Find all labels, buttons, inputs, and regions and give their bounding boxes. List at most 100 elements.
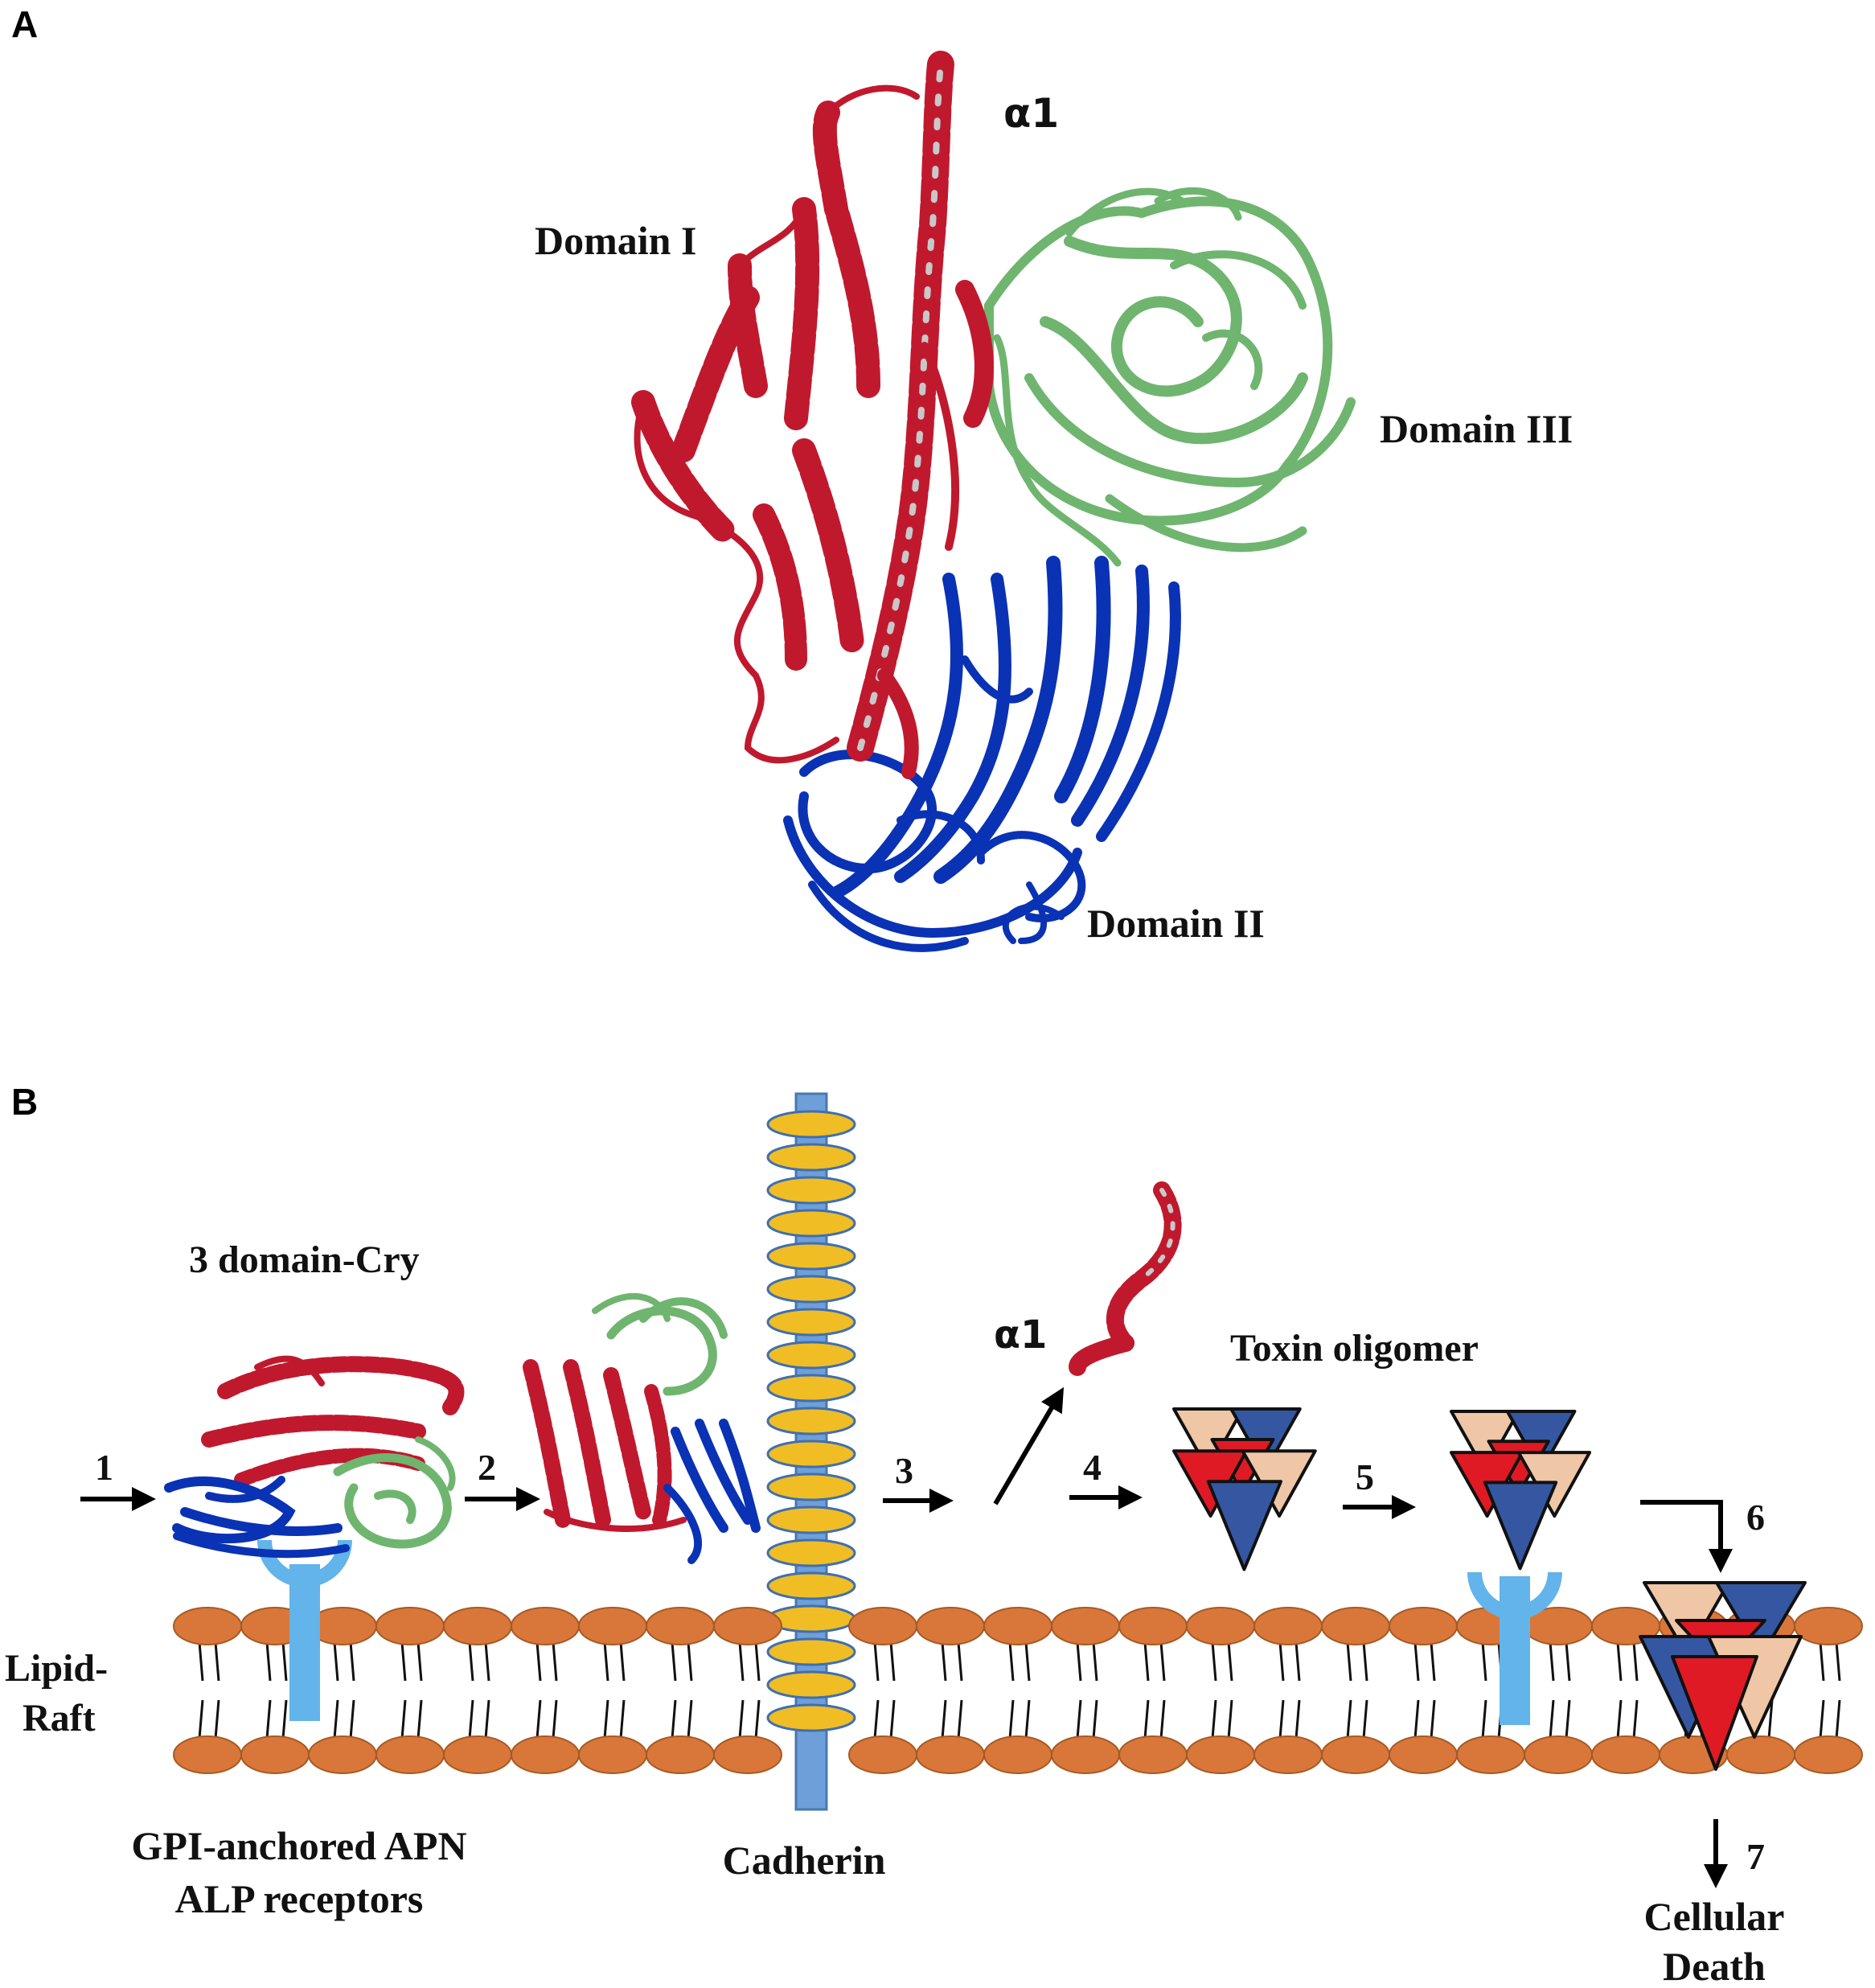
- lipid-tail: [941, 1641, 947, 1682]
- lipid-tail: [1549, 1699, 1555, 1740]
- lipid-head: [308, 1735, 377, 1774]
- lipid-tail: [468, 1641, 474, 1682]
- cadherin-repeat: [766, 1407, 856, 1436]
- cadherin-repeat: [766, 1571, 856, 1600]
- lipid-tail: [619, 1641, 626, 1682]
- lipid-head: [578, 1735, 647, 1774]
- cadherin-repeat: [766, 1637, 856, 1666]
- lipid-head: [983, 1607, 1052, 1645]
- lipid-tail: [1278, 1699, 1285, 1740]
- lipid-tail: [671, 1641, 677, 1682]
- lipid-tail: [214, 1699, 220, 1740]
- lipid-head: [1794, 1607, 1863, 1645]
- lipid-head: [173, 1607, 242, 1645]
- lipid-head: [443, 1735, 512, 1774]
- lipid-head: [1794, 1735, 1863, 1774]
- lipid-tail: [1143, 1699, 1150, 1740]
- lipid-head: [1253, 1735, 1323, 1774]
- lipid-tail: [400, 1699, 407, 1740]
- lipid-tail: [281, 1699, 288, 1740]
- lipid-head: [1253, 1607, 1323, 1645]
- lipid-tail: [1278, 1641, 1285, 1682]
- step-5-label: 5: [1356, 1456, 1374, 1497]
- cadherin-repeat: [766, 1275, 856, 1304]
- lipid-tail: [198, 1699, 204, 1740]
- lipid-tail: [687, 1699, 693, 1740]
- lipid-raft-label-1: Lipid-: [5, 1647, 108, 1690]
- lipid-tail: [1616, 1699, 1623, 1740]
- lipid-heads: [173, 1607, 1863, 1774]
- lipid-tail: [603, 1641, 609, 1682]
- lipid-head: [1051, 1607, 1120, 1645]
- cadherin-repeat: [766, 1505, 856, 1534]
- lipid-head: [646, 1735, 715, 1774]
- cadherin-repeat: [766, 1143, 856, 1172]
- lipid-head: [1118, 1607, 1188, 1645]
- lipid-tail: [281, 1641, 288, 1682]
- cadherin-receptor: [766, 1092, 856, 1811]
- lipid-head: [1524, 1735, 1593, 1774]
- lipid-raft-label-2: Raft: [23, 1697, 96, 1740]
- lipid-tail: [1008, 1641, 1015, 1682]
- lipid-head: [240, 1735, 310, 1774]
- lipid-tail: [349, 1699, 355, 1740]
- lipid-tail: [1024, 1641, 1031, 1682]
- lipid-head: [1186, 1607, 1255, 1645]
- lipid-head: [713, 1735, 782, 1774]
- lipid-tail: [1346, 1641, 1352, 1682]
- lipid-tail: [1767, 1699, 1774, 1740]
- cellular-death-label-1: Cellular: [1644, 1894, 1785, 1939]
- lipid-head: [1389, 1607, 1458, 1645]
- lipid-tail: [535, 1641, 542, 1682]
- cadherin-repeat: [766, 1110, 856, 1139]
- lipid-head: [1118, 1735, 1188, 1774]
- lipid-tail: [603, 1699, 609, 1740]
- lipid-tail: [333, 1641, 339, 1682]
- lipid-tail: [416, 1641, 423, 1682]
- lipid-tail: [738, 1699, 745, 1740]
- cry-structure-small-2: [523, 1292, 761, 1564]
- lipid-tail: [941, 1699, 947, 1740]
- toxin-oligomer-pore: [1639, 1581, 1807, 1771]
- lipid-tail: [535, 1699, 542, 1740]
- lipid-tail: [333, 1699, 339, 1740]
- step-arrows: [80, 1386, 1733, 1888]
- lipid-tail: [1362, 1641, 1368, 1682]
- lipid-head: [646, 1607, 715, 1645]
- lipid-tail: [1008, 1699, 1015, 1740]
- lipid-tail: [1565, 1641, 1571, 1682]
- lipid-tail: [198, 1641, 204, 1682]
- lipid-tail: [1159, 1699, 1166, 1740]
- cry-structure-large: [631, 51, 1356, 952]
- lipid-head: [1321, 1735, 1390, 1774]
- lipid-tail: [1227, 1641, 1233, 1682]
- lipid-head: [916, 1607, 985, 1645]
- step-3-label: 3: [895, 1450, 913, 1491]
- lipid-tail: [957, 1641, 963, 1682]
- oligomer-triangle: [1483, 1481, 1558, 1571]
- step-1-label: 1: [95, 1447, 113, 1488]
- cadherin-repeats: [766, 1110, 856, 1732]
- lipid-tail: [1835, 1699, 1841, 1740]
- alpha1-helix-free: [1069, 1181, 1182, 1376]
- step-7-label: 7: [1746, 1836, 1765, 1877]
- lipid-tail: [1024, 1699, 1031, 1740]
- toxin-oligomer-1: [1172, 1407, 1317, 1571]
- panel-a-letter: A: [11, 3, 38, 45]
- lipid-tail: [1076, 1699, 1082, 1740]
- lipid-tail: [1211, 1699, 1217, 1740]
- cadherin-repeat: [766, 1209, 856, 1238]
- oligomer-triangle: [1206, 1480, 1282, 1571]
- domain-ii-structure: [783, 556, 1181, 952]
- lipid-tail: [1413, 1699, 1420, 1740]
- lipid-tail: [1159, 1641, 1166, 1682]
- alpha1-label-b: α1: [994, 1312, 1047, 1358]
- lipid-head: [1389, 1735, 1458, 1774]
- lipid-head: [443, 1607, 512, 1645]
- lipid-tail: [957, 1699, 963, 1740]
- lipid-tail: [1227, 1699, 1233, 1740]
- step-2-label: 2: [478, 1447, 496, 1488]
- lipid-head: [1051, 1735, 1120, 1774]
- lipid-tail: [468, 1699, 474, 1740]
- lipid-head: [916, 1735, 985, 1774]
